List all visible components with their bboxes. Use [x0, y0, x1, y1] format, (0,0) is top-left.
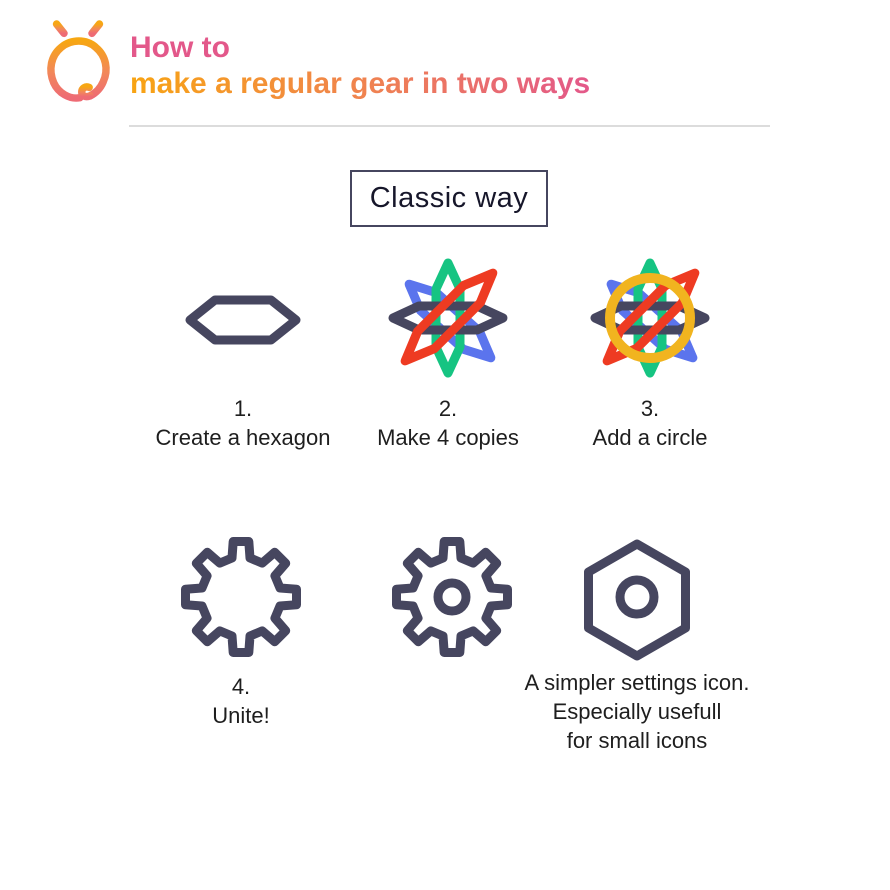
note-line-2: Especially usefull — [552, 699, 722, 724]
step-number: 3. — [640, 396, 660, 421]
nut-hole — [615, 575, 659, 619]
hexagon-nut-icon — [567, 530, 707, 670]
step-3-caption: 3. Add a circle — [500, 394, 800, 452]
section-label: Classic way — [369, 182, 529, 214]
step-1-caption: 1. Create a hexagon — [93, 394, 393, 452]
hexagon-copies-icon — [368, 238, 528, 398]
bulb-curl — [77, 83, 94, 101]
ray-left — [52, 20, 68, 38]
step-text: Make 4 copies — [377, 425, 519, 450]
title-line-1: How to — [130, 31, 230, 64]
gear-icon — [171, 527, 311, 667]
step-number: 2. — [438, 396, 458, 421]
bulb-outline — [47, 37, 110, 102]
note-line-3: for small icons — [566, 728, 708, 753]
added-circle — [605, 273, 695, 363]
step-4-caption: 4. Unite! — [91, 672, 391, 730]
lightbulb-idea-icon — [36, 10, 120, 110]
step-text: Unite! — [212, 703, 270, 728]
gear-settings-icon — [382, 527, 522, 667]
step-number: 4. — [231, 674, 251, 699]
page-title: How to make a regular gear in two ways — [130, 30, 590, 102]
step-text: Create a hexagon — [155, 425, 331, 450]
note-line-1: A simpler settings icon. — [524, 670, 750, 695]
flat-hexagon-icon — [173, 285, 313, 355]
header-divider — [129, 125, 770, 127]
step-number: 1. — [233, 396, 253, 421]
ray-right — [88, 20, 104, 38]
gear-hole — [433, 578, 471, 616]
step-text: Add a circle — [592, 425, 708, 450]
title-line-2: make a regular gear in two ways — [130, 67, 591, 100]
step-2-caption: 2. Make 4 copies — [298, 394, 598, 452]
hexagon-copies-circle-icon — [570, 238, 730, 398]
note-caption: A simpler settings icon. Especially usef… — [487, 668, 787, 755]
section-label-box: Classic way — [350, 170, 548, 227]
